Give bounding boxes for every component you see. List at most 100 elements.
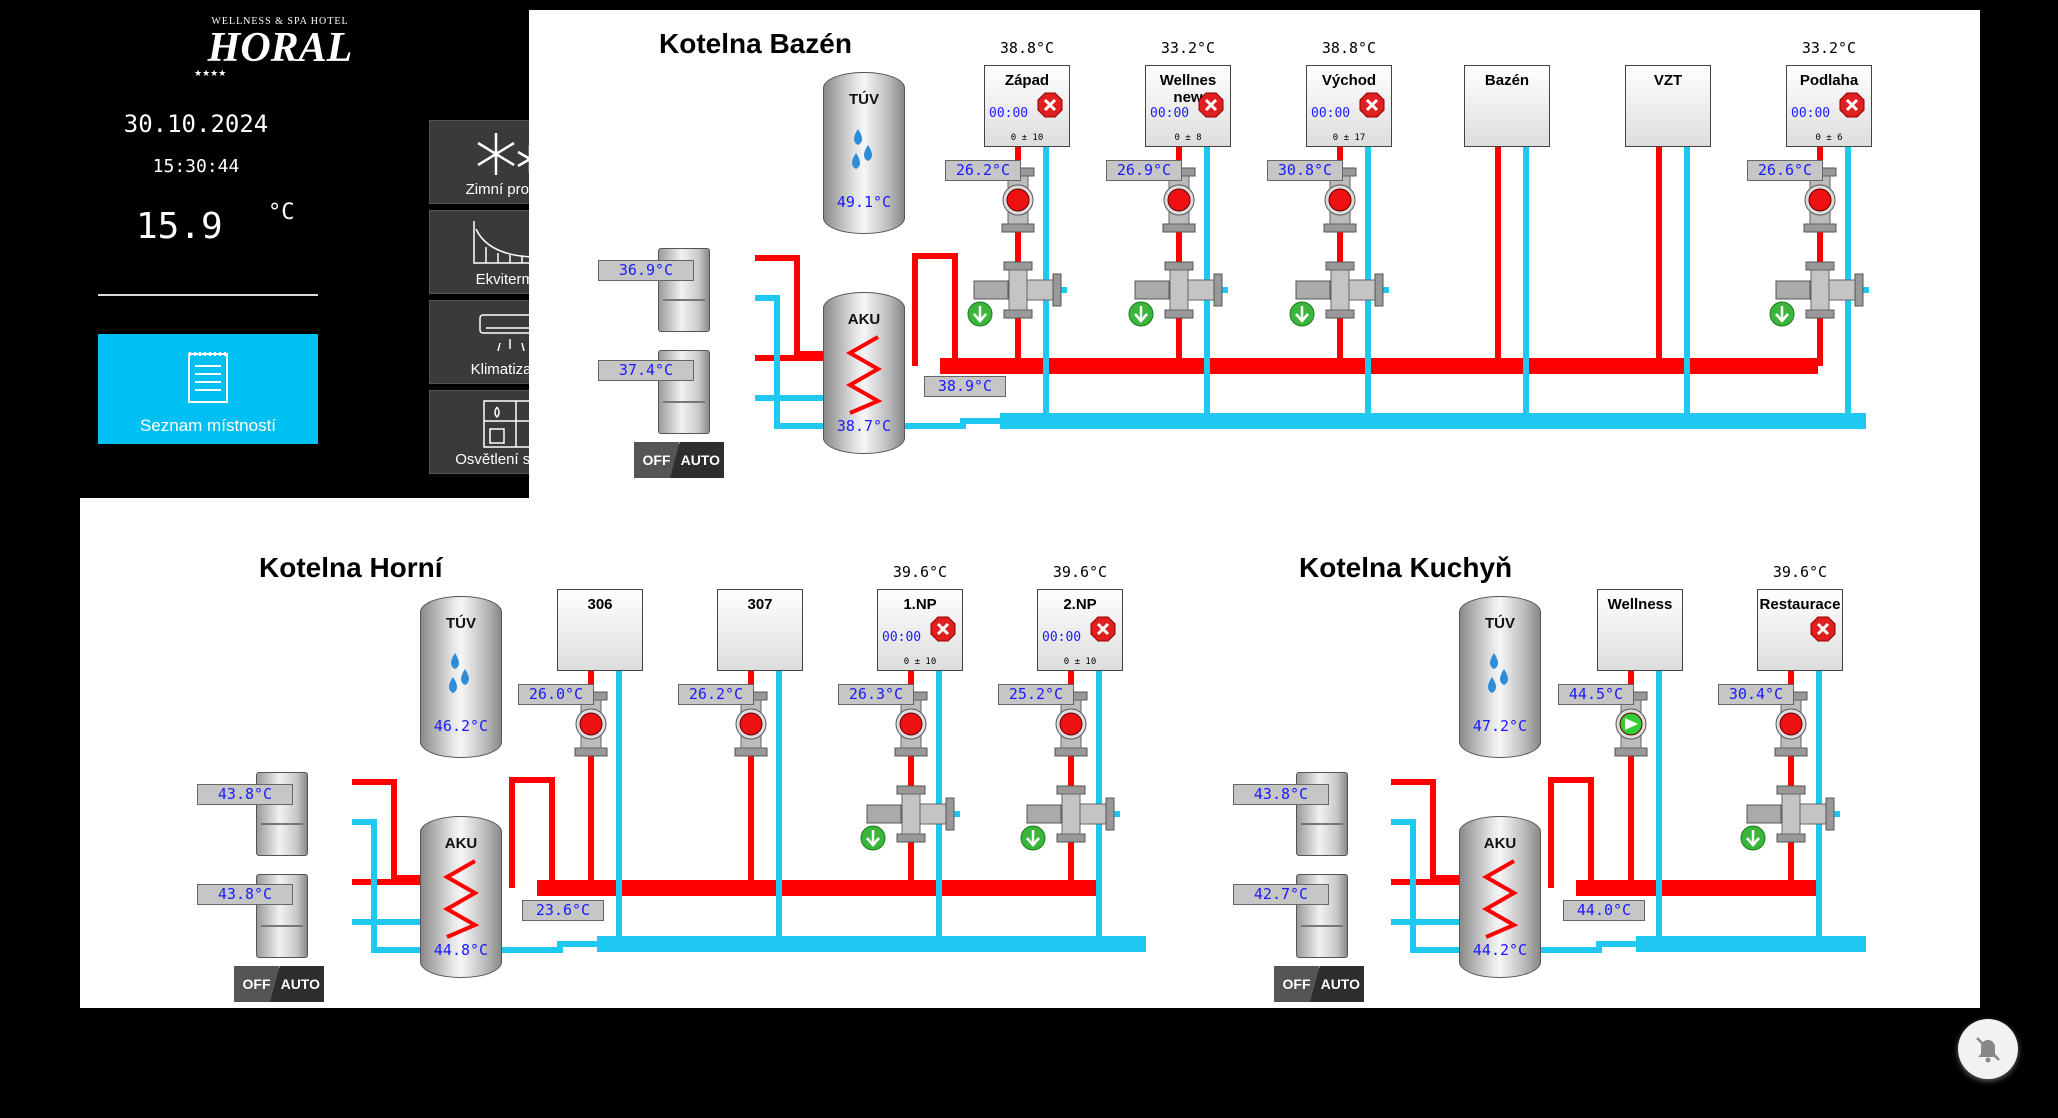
supply-temp: 23.6°C: [522, 900, 604, 921]
room-name: VZT: [1653, 72, 1683, 89]
off-label: OFF: [234, 966, 279, 1002]
boiler-1-temp: 36.9°C: [598, 260, 694, 281]
accumulation-tank[interactable]: AKU 44.8°C: [420, 816, 502, 978]
circuit-temp: 25.2°C: [998, 684, 1074, 705]
circuit-temp: 26.6°C: [1747, 160, 1823, 181]
mixing-valve[interactable]: [1289, 261, 1384, 327]
header-divider: [98, 294, 318, 296]
mixing-valve[interactable]: [1020, 785, 1115, 851]
mixing-valve[interactable]: [1128, 261, 1223, 327]
accumulation-tank[interactable]: AKU 38.7°C: [823, 292, 905, 454]
accumulation-tank[interactable]: AKU 44.2°C: [1459, 816, 1541, 978]
supply-temp: 44.0°C: [1563, 900, 1645, 921]
off-auto-toggle[interactable]: OFF AUTO: [1274, 966, 1364, 1002]
room-name: 2.NP: [1063, 596, 1097, 613]
fault-icon[interactable]: [930, 616, 956, 642]
fault-icon[interactable]: [1359, 92, 1385, 118]
outdoor-temp-value: 15.9: [136, 206, 223, 247]
off-auto-toggle[interactable]: OFF AUTO: [634, 442, 724, 478]
boiler-2-temp: 37.4°C: [598, 360, 694, 381]
fault-icon[interactable]: [1810, 616, 1836, 642]
time-display: 15:30:44: [152, 156, 240, 177]
logo-name: HORAL: [207, 25, 353, 71]
off-auto-toggle[interactable]: OFF AUTO: [234, 966, 324, 1002]
dhw-tank[interactable]: TÚV 46.2°C: [420, 596, 502, 758]
circuit-temp: 26.2°C: [945, 160, 1021, 181]
room-restaurace[interactable]: Restaurace: [1757, 589, 1843, 671]
logo: WELLNESS & SPA HOTEL HORAL ★★★★: [190, 16, 370, 86]
room-name: Bazén: [1484, 72, 1530, 89]
room-offset: 0 ± 10: [1010, 133, 1044, 143]
circulation-pump[interactable]: [1054, 691, 1088, 757]
room-wellness[interactable]: Wellness: [1597, 589, 1683, 671]
circuit-temp: 30.8°C: [1267, 160, 1343, 181]
logo-tagline: WELLNESS & SPA HOTEL: [211, 16, 349, 27]
mute-notifications-button[interactable]: [1958, 1019, 2018, 1079]
fault-icon[interactable]: [1198, 92, 1224, 118]
tank-cold-link: [500, 941, 597, 953]
room-vzt[interactable]: VZT: [1625, 65, 1711, 147]
date-display: 30.10.2024: [123, 110, 269, 138]
heating-coil-icon: [1481, 859, 1519, 939]
room-name: 307: [747, 596, 773, 613]
circulation-pump[interactable]: [1803, 167, 1837, 233]
fault-icon[interactable]: [1037, 92, 1063, 118]
logo-stars: ★★★★: [194, 68, 227, 78]
room-offset: 0 ± 17: [1332, 133, 1366, 143]
room-offset: 0 ± 10: [1063, 657, 1097, 667]
circulation-pump[interactable]: [574, 691, 608, 757]
room-list-label: Seznam místností: [139, 416, 277, 435]
room-name: Východ: [1321, 72, 1377, 89]
circuit-temp: 26.3°C: [838, 684, 914, 705]
fault-icon[interactable]: [1090, 616, 1116, 642]
dhw-tank-label: TÚV: [1485, 615, 1515, 632]
accumulation-tank-temp: 44.8°C: [433, 941, 489, 959]
tank-hot-loop: [509, 777, 555, 888]
auto-label: AUTO: [270, 966, 324, 1002]
room-bazén[interactable]: Bazén: [1464, 65, 1550, 147]
room-name: 306: [587, 596, 613, 613]
circuit-temp: 26.0°C: [518, 684, 594, 705]
mixing-valve[interactable]: [967, 261, 1062, 327]
room-list-button[interactable]: Seznam místností: [98, 334, 318, 444]
boiler-room-title: Kotelna Kuchyň: [1299, 552, 1513, 583]
notepad-icon: [188, 352, 228, 403]
mixing-valve[interactable]: [860, 785, 955, 851]
accumulation-tank-temp: 38.7°C: [836, 417, 892, 435]
fault-icon[interactable]: [1839, 92, 1865, 118]
room-307[interactable]: 307: [717, 589, 803, 671]
mixing-valve[interactable]: [1769, 261, 1864, 327]
heating-coil-icon: [442, 859, 480, 939]
mixing-valve[interactable]: [1740, 785, 1835, 851]
accumulation-tank-label: AKU: [847, 311, 881, 328]
water-drops-icon: [1488, 653, 1508, 693]
room-name: Podlaha: [1799, 72, 1859, 89]
room-offset: 0 ± 10: [903, 657, 937, 667]
boiler-room-title: Kotelna Horní: [259, 552, 443, 583]
circuit-temp: 44.5°C: [1558, 684, 1634, 705]
dhw-tank[interactable]: TÚV 47.2°C: [1459, 596, 1541, 758]
off-label: OFF: [1274, 966, 1319, 1002]
water-drops-icon: [852, 129, 872, 169]
dhw-tank[interactable]: TÚV 49.1°C: [823, 72, 905, 234]
room-306[interactable]: 306: [557, 589, 643, 671]
room-setpoint-temp: 38.8°C: [1321, 39, 1377, 57]
room-setpoint-temp: 39.6°C: [1772, 563, 1828, 581]
boiler-hot-link: [352, 779, 420, 881]
room-name: Wellness: [1607, 596, 1673, 613]
circulation-pump[interactable]: [1323, 167, 1357, 233]
room-offset: 0 ± 8: [1174, 133, 1202, 143]
air-conditioning-label: Klimatizace: [470, 361, 548, 378]
auto-label: AUTO: [670, 442, 724, 478]
room-schedule-time: 00:00: [1791, 106, 1831, 121]
boiler-2-temp: 42.7°C: [1233, 884, 1329, 905]
circuit-temp: 26.9°C: [1106, 160, 1182, 181]
boiler-hot-link: [755, 255, 823, 357]
auto-label: AUTO: [1310, 966, 1364, 1002]
